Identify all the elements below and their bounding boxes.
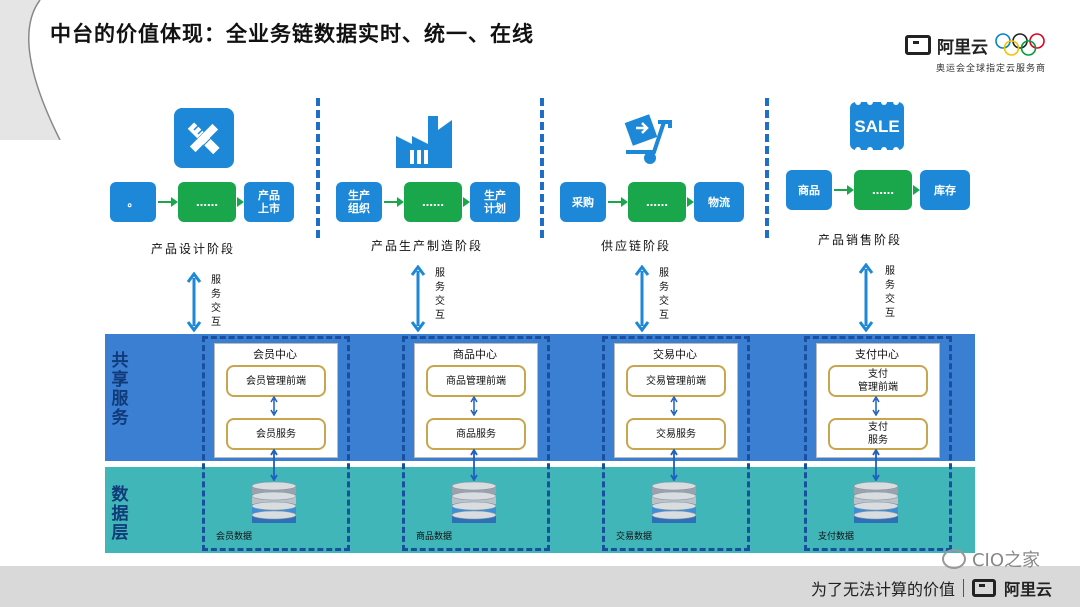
stage-label-supply-chain: 供应链阶段 [600, 239, 671, 253]
step-manufacturing-1: 生产 组织 [336, 182, 382, 222]
stage-divider [765, 98, 769, 238]
database-label: 商品数据 [416, 532, 453, 542]
wechat-icon [941, 549, 966, 569]
center-title: 会员中心 [253, 348, 297, 361]
service-box: 交易服务 [626, 418, 726, 450]
interaction-label: 服务交互 [885, 266, 895, 319]
center-frame-trade [602, 336, 750, 551]
step-manufacturing-3: 生产 计划 [470, 182, 520, 222]
data-access-arrow [670, 449, 678, 481]
footer-bar [0, 566, 1080, 607]
management-frontend-box: 会员管理前端 [226, 365, 326, 397]
service-interaction-arrow [858, 263, 874, 332]
step-manufacturing-2: …… [404, 182, 462, 222]
stage-label-sales: 产品销售阶段 [817, 233, 902, 247]
service-interaction-arrow [410, 265, 426, 332]
corner-swoosh-decoration [0, 0, 61, 140]
sale-text: SALE [854, 117, 899, 136]
service-box: 支付 服务 [828, 418, 928, 450]
pencil-ruler-icon [174, 108, 234, 168]
flow-arrow [834, 185, 854, 195]
flow-arrow [158, 197, 178, 207]
data-layer-label: 数据层 [111, 485, 129, 543]
management-frontend-box: 商品管理前端 [426, 365, 526, 397]
interaction-label: 服务交互 [211, 275, 221, 328]
sale-tag-icon: SALE [848, 98, 906, 154]
step-supply-chain-1: 采购 [560, 182, 606, 222]
flow-arrow [384, 197, 404, 207]
internal-arrow [872, 396, 880, 416]
step-sales-3: 库存 [920, 170, 970, 210]
interaction-label: 服务交互 [659, 268, 669, 321]
aliyun-logo-icon [971, 579, 996, 597]
database-label: 会员数据 [216, 532, 253, 542]
data-layer-band [105, 467, 975, 553]
step-sales-2: …… [854, 170, 912, 210]
watermark: CIO之家 [941, 546, 1040, 572]
stage-label-design: 产品设计阶段 [150, 242, 235, 256]
center-title: 商品中心 [453, 348, 497, 361]
data-access-arrow [872, 449, 880, 481]
flow-arrow [608, 197, 628, 207]
page-title: 中台的价值体现：全业务链数据实时、统一、在线 [50, 22, 534, 46]
database-icon [251, 481, 297, 523]
footer-slogan: 为了无法计算的价值 阿里云 [810, 579, 1052, 599]
database-icon [651, 481, 697, 523]
shared-services-label: 共享服务 [111, 351, 129, 428]
step-design-2: …… [178, 182, 236, 222]
brand-subtitle: 奥运会全球指定云服务商 [935, 64, 1046, 74]
center-frame-product [402, 336, 550, 551]
service-box: 会员服务 [226, 418, 326, 450]
database-icon [451, 481, 497, 523]
hand-truck-icon [620, 108, 686, 168]
management-frontend-box: 支付 管理前端 [828, 365, 928, 397]
interaction-label: 服务交互 [435, 268, 445, 321]
internal-arrow [270, 396, 278, 416]
aliyun-logo-icon [905, 35, 931, 55]
service-interaction-arrow [634, 265, 650, 332]
database-label: 支付数据 [818, 532, 855, 542]
step-design-1: 。 [110, 182, 156, 222]
database-label: 交易数据 [616, 532, 653, 542]
center-title: 交易中心 [653, 348, 697, 361]
step-supply-chain-2: …… [628, 182, 686, 222]
database-icon [853, 481, 899, 523]
internal-arrow [470, 396, 478, 416]
data-access-arrow [470, 449, 478, 481]
step-supply-chain-3: 物流 [694, 182, 744, 222]
stage-label-manufacturing: 产品生产制造阶段 [370, 239, 483, 253]
data-access-arrow [270, 449, 278, 481]
olympic-rings-icon [995, 33, 1045, 56]
center-title: 支付中心 [855, 348, 899, 361]
brand-name: 阿里云 [937, 37, 988, 58]
service-interaction-arrow [186, 272, 202, 332]
factory-icon [392, 110, 456, 170]
step-design-3: 产品 上市 [244, 182, 294, 222]
center-frame-payment [804, 336, 952, 551]
stage-divider [316, 98, 320, 238]
service-box: 商品服务 [426, 418, 526, 450]
internal-arrow [670, 396, 678, 416]
center-frame-member [202, 336, 350, 551]
management-frontend-box: 交易管理前端 [626, 365, 726, 397]
step-sales-1: 商品 [786, 170, 832, 210]
stage-divider [540, 98, 544, 238]
brand-block: 阿里云 奥运会全球指定云服务商 [896, 32, 1046, 74]
